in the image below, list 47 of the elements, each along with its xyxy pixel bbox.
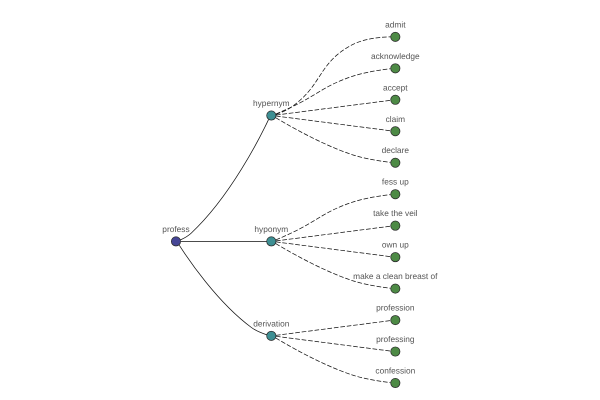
node-label: professing bbox=[376, 334, 415, 344]
node-label: own up bbox=[382, 240, 409, 250]
node-label: make a clean breast of bbox=[353, 271, 438, 282]
node-circle bbox=[390, 284, 400, 294]
connector bbox=[275, 194, 391, 240]
connector bbox=[275, 338, 391, 383]
connector bbox=[276, 242, 392, 258]
node-label: admit bbox=[385, 19, 406, 30]
node-label: hypernym bbox=[253, 98, 290, 108]
node-label: derivation bbox=[253, 318, 290, 328]
node-circle bbox=[390, 158, 400, 168]
connector bbox=[178, 244, 267, 336]
connector bbox=[275, 68, 391, 114]
node-label: claim bbox=[386, 114, 406, 124]
node-circle bbox=[390, 94, 400, 105]
node-circle bbox=[390, 220, 400, 231]
node-label: profession bbox=[376, 302, 415, 313]
node-label: acknowledge bbox=[371, 50, 420, 61]
connector bbox=[180, 241, 267, 242]
node-circle bbox=[390, 252, 400, 262]
node-circle bbox=[266, 236, 276, 246]
node-label: declare bbox=[382, 145, 409, 156]
node-circle bbox=[390, 315, 400, 326]
connector bbox=[276, 226, 392, 242]
node-circle bbox=[390, 126, 400, 136]
connector bbox=[180, 119, 269, 240]
node-circle bbox=[390, 32, 400, 42]
node-circle bbox=[266, 110, 276, 121]
node-label: fess up bbox=[382, 176, 409, 187]
connector bbox=[275, 243, 391, 289]
connector bbox=[275, 117, 391, 163]
node-label: take the veil bbox=[373, 208, 418, 218]
connector bbox=[276, 116, 392, 132]
node-circle bbox=[170, 236, 181, 246]
node-label: confession bbox=[375, 365, 416, 376]
node-circle bbox=[390, 189, 400, 200]
node-label: accept bbox=[383, 82, 408, 92]
node-label: hyponym bbox=[254, 224, 288, 234]
node-label: profess bbox=[162, 224, 190, 234]
connector bbox=[276, 336, 392, 352]
node-circle bbox=[266, 330, 276, 341]
node-circle bbox=[390, 346, 400, 357]
node-circle bbox=[390, 378, 400, 388]
node-circle bbox=[390, 63, 400, 74]
connector bbox=[276, 320, 392, 336]
connector bbox=[276, 100, 392, 116]
connector bbox=[276, 36, 391, 115]
